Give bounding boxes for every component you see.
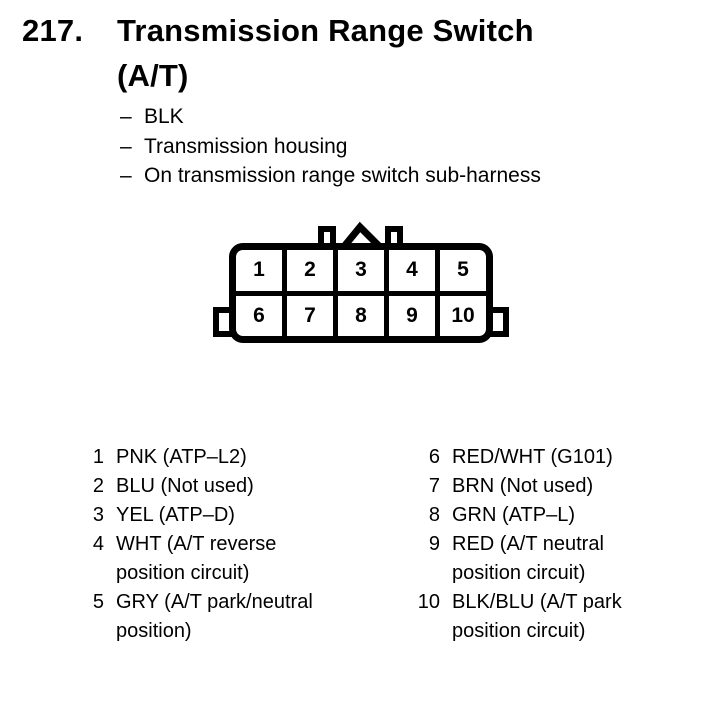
pin-number: 4 [92, 533, 104, 555]
page-title-line-1: Transmission Range Switch [117, 13, 534, 48]
pin-list-item: 6 RED/WHT (G101) [406, 443, 678, 472]
connector-diagram: 1 2 3 4 5 6 7 8 9 10 [211, 216, 511, 348]
pin-label: RED (A/T neutral position circuit) [452, 533, 604, 584]
pin-label: RED/WHT (G101) [452, 446, 613, 468]
section-number: 217. [22, 13, 84, 48]
page-title: Transmission Range Switch (A/T) [117, 8, 534, 98]
connector-pin-cell-10: 10 [440, 295, 486, 336]
pin-number: 8 [428, 504, 440, 526]
pin-number: 7 [428, 475, 440, 497]
note-text: Transmission housing [144, 134, 348, 158]
pin-list-left: 1 PNK (ATP–L2) 2 BLU (Not used) 3 YEL (A… [78, 443, 346, 646]
pin-label: BRN (Not used) [452, 475, 594, 497]
note-item: – BLK [120, 102, 541, 132]
pin-list-item: 8 GRN (ATP–L) [406, 501, 678, 530]
pin-label: BLU (Not used) [116, 475, 254, 497]
connector-pin-cell-4: 4 [389, 250, 435, 291]
connector-pin-cell-9: 9 [389, 295, 435, 336]
pin-number: 10 [417, 591, 440, 613]
pin-label: PNK (ATP–L2) [116, 446, 247, 468]
connector-pin-cell-8: 8 [338, 295, 384, 336]
dash-bullet: – [120, 134, 132, 158]
pin-number: 2 [92, 475, 104, 497]
pin-list-item: 10 BLK/BLU (A/T park position circuit) [406, 588, 678, 646]
connector-pin-cell-6: 6 [236, 295, 282, 336]
connector-body: 1 2 3 4 5 6 7 8 9 10 [229, 243, 493, 343]
pin-label: GRY (A/T park/neutral position) [116, 591, 313, 642]
latch-triangle-icon [339, 221, 385, 252]
connector-pin-cell-7: 7 [287, 295, 333, 336]
pin-label: BLK/BLU (A/T park position circuit) [452, 591, 622, 642]
pin-list-item: 1 PNK (ATP–L2) [78, 443, 346, 472]
note-item: – Transmission housing [120, 132, 541, 162]
connector-notes: – BLK – Transmission housing – On transm… [120, 102, 541, 191]
pin-list-item: 3 YEL (ATP–D) [78, 501, 346, 530]
pin-number: 9 [428, 533, 440, 555]
pin-number: 5 [92, 591, 104, 613]
dash-bullet: – [120, 164, 132, 187]
connector-pin-cell-3: 3 [338, 250, 384, 291]
pin-number: 1 [92, 446, 104, 468]
pin-list-item: 2 BLU (Not used) [78, 472, 346, 501]
pin-list-item: 5 GRY (A/T park/neutral position) [78, 588, 346, 646]
note-text: BLK [144, 105, 184, 128]
pin-list-item: 9 RED (A/T neutral position circuit) [406, 530, 678, 588]
page-title-line-2: (A/T) [117, 58, 189, 93]
pin-label: WHT (A/T reverse position circuit) [116, 533, 277, 584]
connector-pin-cell-5: 5 [440, 250, 486, 291]
pin-number: 3 [92, 504, 104, 526]
pin-number: 6 [428, 446, 440, 468]
pin-list-item: 7 BRN (Not used) [406, 472, 678, 501]
note-item: – On transmission range switch sub-harne… [120, 161, 541, 191]
connector-pin-cell-2: 2 [287, 250, 333, 291]
pin-list-right: 6 RED/WHT (G101) 7 BRN (Not used) 8 GRN … [406, 443, 678, 646]
pin-label: GRN (ATP–L) [452, 504, 575, 526]
connector-pin-cell-1: 1 [236, 250, 282, 291]
dash-bullet: – [120, 105, 132, 128]
section-heading: 217. Transmission Range Switch (A/T) [22, 8, 534, 98]
pin-label: YEL (ATP–D) [116, 504, 235, 526]
note-text: On transmission range switch sub-harness [144, 164, 541, 187]
pin-list-item: 4 WHT (A/T reverse position circuit) [78, 530, 346, 588]
